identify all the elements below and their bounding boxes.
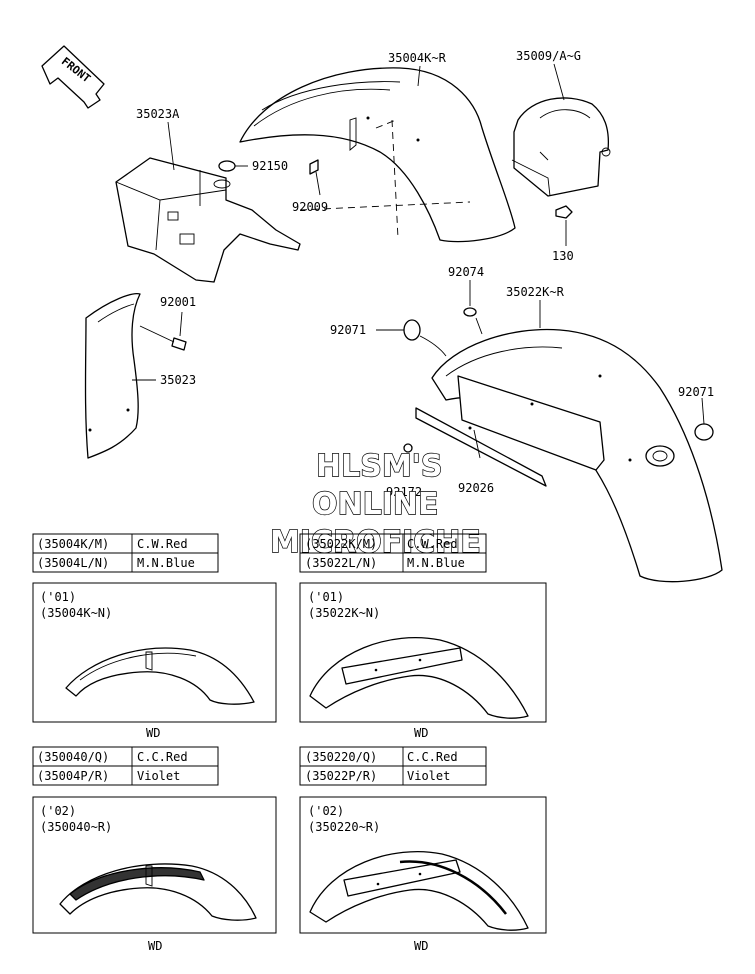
bolt-92001 <box>139 311 187 351</box>
bolt-92009 <box>309 159 321 196</box>
callout-92071-right: 92071 <box>678 385 714 399</box>
callout-35009AG: 35009/A~G <box>516 49 581 63</box>
rear-bracket-part <box>511 97 611 197</box>
front-fender-part <box>415 328 723 583</box>
table-cell: (35022L/N) <box>305 556 377 570</box>
table-cell: (35022K/M) <box>305 537 377 551</box>
leader-lines <box>132 63 705 459</box>
table-cell: C.W.Red <box>137 537 188 551</box>
panel-range: (350040~R) <box>40 820 112 834</box>
bolt-92172 <box>403 443 413 453</box>
variant-panel-rear-02: ('02) (350040~R) WD <box>32 796 277 953</box>
panel-range: (350220~R) <box>308 820 380 834</box>
table-cell: (35004L/N) <box>37 556 109 570</box>
panel-tag: WD <box>414 939 428 953</box>
callout-92009: 92009 <box>292 200 328 214</box>
callout-92074: 92074 <box>448 265 484 279</box>
washer-92074 <box>463 307 477 317</box>
color-table-rear-01: (35004K/M) C.W.Red (35004L/N) M.N.Blue <box>32 533 219 573</box>
table-cell: C.W.Red <box>407 537 458 551</box>
panel-tag: WD <box>148 939 162 953</box>
callout-35022KR: 35022K~R <box>506 285 565 299</box>
callout-92172: 92172 <box>386 485 422 499</box>
front-arrow: FRONT <box>41 45 105 109</box>
color-table-front-01: (35022K/M) C.W.Red (35022L/N) M.N.Blue <box>299 533 487 573</box>
table-cell: (35004K/M) <box>37 537 109 551</box>
panel-range: (35022K~N) <box>308 606 380 620</box>
panel-year: ('02) <box>40 804 76 818</box>
table-cell: M.N.Blue <box>407 556 465 570</box>
watermark-line-1: HLSM'S <box>316 449 442 484</box>
callout-92150: 92150 <box>252 159 288 173</box>
table-cell: (35004P/R) <box>37 769 109 783</box>
callout-35004KR: 35004K~R <box>388 51 447 65</box>
callout-92071-left: 92071 <box>330 323 366 337</box>
watermark: HLSM'S ONLINE MICROFICHE <box>269 448 481 560</box>
table-cell: Violet <box>407 769 450 783</box>
callout-130: 130 <box>552 249 574 263</box>
panel-tag: WD <box>414 726 428 740</box>
panel-tag: WD <box>146 726 160 740</box>
washer-92071-left <box>403 319 447 357</box>
variant-panel-front-01: ('01) (35022K~N) WD <box>299 582 547 740</box>
inner-fender-part <box>84 293 141 459</box>
washer-92071-right <box>694 423 714 441</box>
bolt-130 <box>555 205 573 246</box>
table-cell: (35022P/R) <box>305 769 377 783</box>
variant-panel-front-02: ('02) (350220~R) WD <box>299 796 547 953</box>
table-cell: (350220/Q) <box>305 750 377 764</box>
table-cell: C.C.Red <box>137 750 188 764</box>
table-cell: C.C.Red <box>407 750 458 764</box>
callout-35023A: 35023A <box>136 107 180 121</box>
callout-92026: 92026 <box>458 481 494 495</box>
table-cell: Violet <box>137 769 180 783</box>
watermark-line-2: ONLINE <box>312 487 439 522</box>
variant-panel-rear-01: ('01) (35004K~N) WD <box>32 582 277 740</box>
panel-year: ('01) <box>308 590 344 604</box>
callout-35023: 35023 <box>160 373 196 387</box>
color-table-rear-02: (350040/Q) C.C.Red (35004P/R) Violet <box>32 746 219 786</box>
watermark-line-3: MICROFICHE <box>270 525 481 560</box>
table-cell: M.N.Blue <box>137 556 195 570</box>
table-cell: (350040/Q) <box>37 750 109 764</box>
bolt-92150 <box>218 160 248 172</box>
battery-case-part <box>115 157 301 283</box>
panel-range: (35004K~N) <box>40 606 112 620</box>
panel-year: ('01) <box>40 590 76 604</box>
color-table-front-02: (350220/Q) C.C.Red (35022P/R) Violet <box>299 746 487 786</box>
rear-fender-part <box>239 67 516 243</box>
panel-year: ('02) <box>308 804 344 818</box>
callout-92001: 92001 <box>160 295 196 309</box>
